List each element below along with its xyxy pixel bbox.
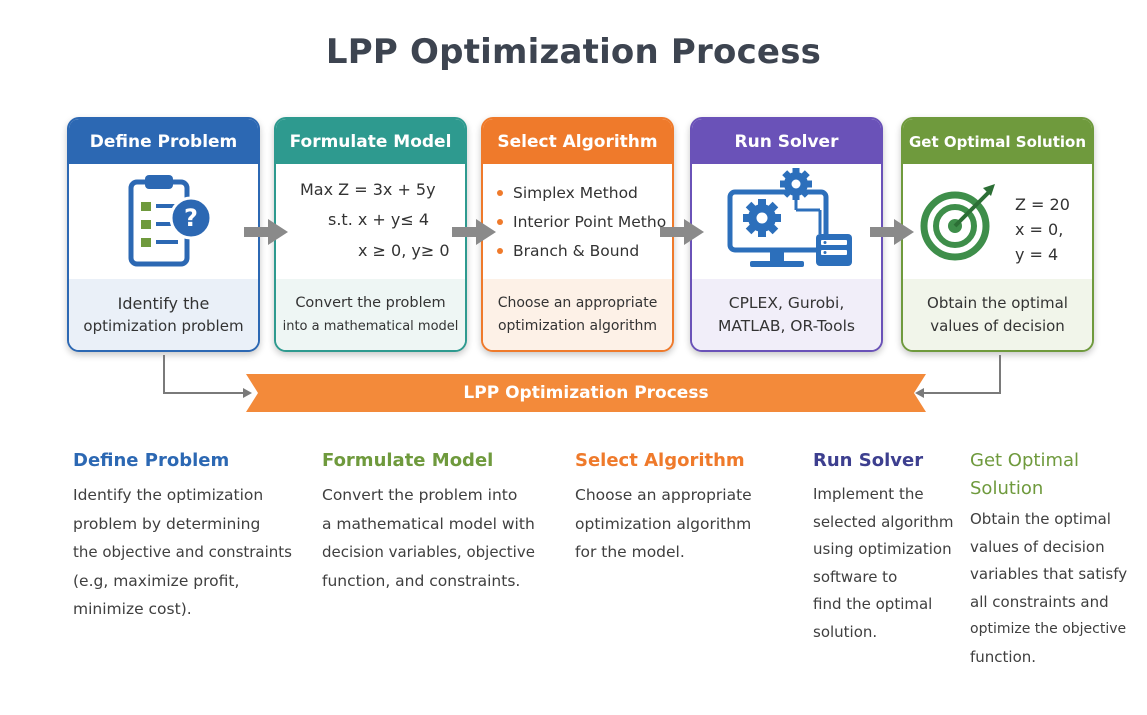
description-title: Run Solver [813, 450, 924, 471]
step-card-define-problem: Define Problem ? Identify the optimizati… [67, 117, 260, 352]
card-header: Define Problem [69, 119, 258, 164]
description-select-algorithm: Select Algorithm Choose an appropriate o… [575, 447, 795, 567]
card-footer: Convert the problem into a mathematical … [276, 279, 465, 350]
card-header: Formulate Model [276, 119, 465, 164]
flow-arrow-icon [870, 219, 914, 245]
list-item: Interior Point Metho [497, 207, 666, 236]
svg-text:?: ? [184, 204, 198, 232]
card-footer: CPLEX, Gurobi, MATLAB, OR-Tools [692, 279, 881, 350]
algorithm-list: Simplex Method Interior Point Metho Bran… [497, 178, 666, 265]
description-run-solver: Run Solver Implement the selected algori… [813, 447, 973, 646]
bullet-dot [497, 189, 503, 196]
description-define-problem: Define Problem Identify the optimization… [73, 447, 313, 624]
card-header: Select Algorithm [483, 119, 672, 164]
description-body: Convert the problem into a mathematical … [322, 486, 535, 590]
card-header: Run Solver [692, 119, 881, 164]
bullet-dot [497, 247, 503, 254]
description-body: Implement the selected algorithm using o… [813, 485, 954, 641]
description-body: Choose an appropriate optimization algor… [575, 486, 752, 561]
description-title: Define Problem [73, 450, 230, 471]
bullet-dot [497, 218, 503, 225]
description-body: Obtain the optimal values of decision va… [970, 510, 1128, 666]
step-card-run-solver: Run Solver [690, 117, 883, 352]
description-formulate-model: Formulate Model Convert the problem into… [322, 447, 562, 595]
flow-arrow-icon [452, 219, 496, 245]
clipboard-question-icon: ? [128, 175, 213, 267]
process-banner [246, 374, 926, 412]
step-card-get-optimal-solution: Get Optimal Solution Z = 20 x = 0, y = 4… [901, 117, 1094, 352]
description-title: Get Optimal Solution [970, 450, 1080, 499]
flow-arrow-icon [660, 219, 704, 245]
connector-arrow-left [163, 355, 252, 398]
card-footer: Choose an appropriate optimization algor… [483, 279, 672, 350]
target-icon [920, 184, 995, 261]
list-item: Branch & Bound [497, 236, 666, 265]
description-title: Select Algorithm [575, 450, 745, 471]
card-footer: Obtain the optimal values of decision [903, 279, 1092, 350]
description-body: Identify the optimization problem by det… [73, 486, 292, 618]
nonnegativity-equation: x ≥ 0, y≥ 0 [358, 241, 450, 260]
connector-arrow-right [915, 355, 1001, 398]
step-card-formulate-model: Formulate Model Max Z = 3x + 5y s.t. x +… [274, 117, 467, 352]
flow-arrow-icon [244, 219, 288, 245]
constraint-equation: s.t. x + y≤ 4 [328, 210, 430, 229]
step-card-select-algorithm: Select Algorithm Simplex Method Interior… [481, 117, 674, 352]
solution-values: Z = 20 x = 0, y = 4 [1015, 195, 1070, 264]
card-header: Get Optimal Solution [903, 119, 1092, 164]
description-title: Formulate Model [322, 450, 494, 471]
page-title: LPP Optimization Process [325, 32, 822, 72]
computer-gears-icon [727, 168, 852, 267]
description-get-optimal-solution: Get Optimal Solution Obtain the optimal … [970, 447, 1145, 671]
card-footer: Identify the optimization problem [69, 279, 258, 350]
banner-label: LPP Optimization Process [463, 383, 709, 403]
objective-equation: Max Z = 3x + 5y [300, 180, 436, 199]
list-item: Simplex Method [497, 178, 666, 207]
